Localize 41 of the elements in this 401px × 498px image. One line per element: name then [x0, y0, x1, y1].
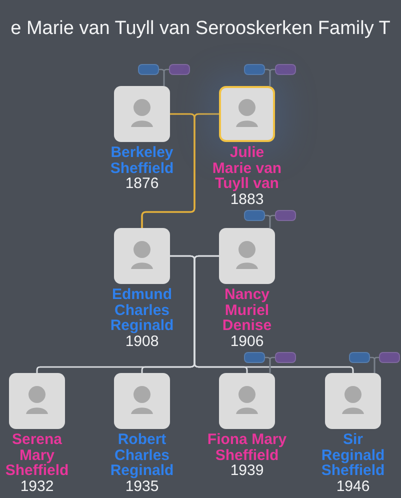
- person-name: Julie Marie van Tuyll van: [211, 145, 283, 192]
- person-name: Nancy Muriel Denise: [221, 287, 273, 334]
- connector-line: [269, 68, 275, 86]
- birth-year: 1906: [230, 334, 264, 350]
- parent-pill: [275, 64, 296, 75]
- connector-line: [269, 214, 275, 228]
- avatar-placeholder: [325, 373, 381, 429]
- person-name: Sir Reginald Sheffield: [320, 432, 386, 478]
- connector-line: [374, 356, 379, 373]
- connector-line: [163, 68, 169, 86]
- person-name: Edmund Charles Reginald: [109, 287, 175, 334]
- connector-line: [141, 113, 219, 228]
- parent-pill: [244, 352, 265, 363]
- birth-year: 1935: [125, 478, 159, 494]
- person-name: Fiona Mary Sheffield: [206, 432, 288, 463]
- avatar-placeholder: [9, 373, 65, 429]
- parent-pill: [379, 352, 400, 363]
- birth-year: 1883: [230, 192, 264, 208]
- parent-pill: [349, 352, 370, 363]
- connector-line: [269, 356, 275, 373]
- birth-year: 1876: [125, 176, 159, 192]
- avatar-placeholder: [219, 228, 275, 284]
- birth-year: 1946: [336, 478, 370, 494]
- avatar-placeholder: [114, 86, 170, 142]
- birth-year: 1939: [230, 463, 264, 479]
- person-name: Serena Mary Sheffield: [4, 432, 70, 478]
- avatar-placeholder: [114, 373, 170, 429]
- parent-pill: [275, 352, 296, 363]
- birth-year: 1932: [20, 478, 54, 494]
- parent-pill: [275, 210, 296, 221]
- avatar-placeholder: [219, 86, 275, 142]
- parent-pill: [244, 64, 265, 75]
- avatar-placeholder: [219, 373, 275, 429]
- diagram-title: e Marie van Tuyll van Serooskerken Family T: [10, 18, 390, 40]
- person-name: Berkeley Sheffield: [109, 145, 175, 176]
- parent-pill: [169, 64, 190, 75]
- birth-year: 1908: [125, 334, 159, 350]
- parent-pill: [244, 210, 265, 221]
- person-name: Robert Charles Reginald: [109, 432, 175, 478]
- parent-pill: [138, 64, 159, 75]
- avatar-placeholder: [114, 228, 170, 284]
